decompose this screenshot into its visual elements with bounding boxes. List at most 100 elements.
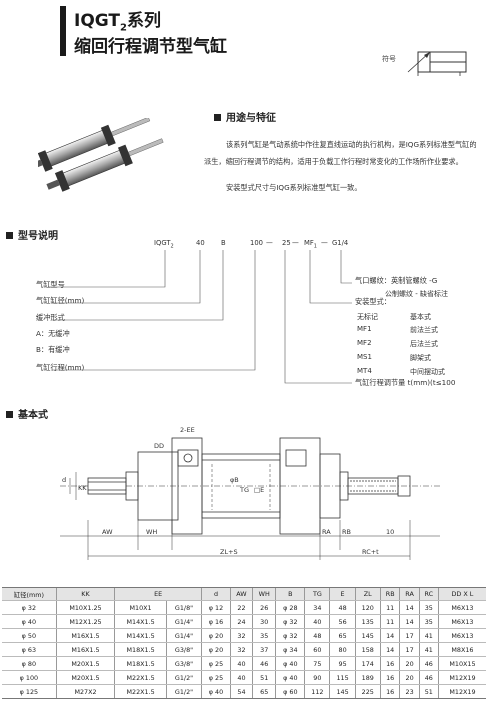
dim-ee: 2-EE — [180, 426, 195, 434]
col-wh: WH — [252, 587, 276, 601]
mount-desc-1: 前法兰式 — [410, 326, 438, 334]
model-code-dash-3: — — [321, 239, 328, 247]
symbol-label: 符号 — [382, 55, 396, 63]
usage-paragraph: 该系列气缸是气动系统中作往复直线运动的执行机构，是IQG系列标准型气缸的派生，缩… — [204, 140, 477, 166]
table-cell: 16 — [379, 684, 400, 699]
usage-paragraph-2: 安装型式尺寸与IQG系列标准型气缸一致。 — [226, 183, 362, 192]
label-cushion-a: A：无缓冲 — [36, 329, 70, 338]
dim-e: □E — [254, 486, 264, 494]
table-cell: 14 — [399, 600, 420, 615]
table-cell: 35 — [252, 628, 276, 643]
table-cell: G1/2" — [165, 670, 202, 685]
table-cell: 41 — [418, 642, 439, 657]
label-port-metric: 公制螺纹 - 缺省标注 — [385, 290, 448, 298]
table-cell: M12X19 — [437, 670, 486, 685]
col-d: d — [201, 587, 231, 601]
table-cell: 40 — [304, 614, 330, 629]
table-cell: φ 32 — [2, 600, 57, 615]
model-code-adjust: 25 — [282, 239, 291, 247]
model-code-stroke: 100 — [250, 239, 263, 247]
col-kk: KK — [55, 587, 115, 601]
table-cell: 20 — [399, 656, 420, 671]
table-cell: 65 — [329, 628, 356, 643]
table-cell: G1/8" — [165, 600, 202, 615]
col-aw: AW — [229, 587, 253, 601]
label-cushion-b: B：有缓冲 — [36, 345, 70, 354]
table-cell: M6X13 — [437, 628, 486, 643]
table-cell: M14X1.5 — [114, 628, 167, 643]
table-cell: 54 — [229, 684, 253, 699]
table-cell: 112 — [304, 684, 330, 699]
col-rb: RB — [379, 587, 400, 601]
table-cell: φ 32 — [275, 628, 305, 643]
table-cell: M12X19 — [437, 684, 486, 699]
mount-code-3: MS1 — [357, 353, 372, 361]
table-cell: M16X1.5 — [55, 642, 115, 657]
table-cell: φ 40 — [2, 614, 57, 629]
table-cell: 14 — [399, 614, 420, 629]
col-zl: ZL — [354, 587, 381, 601]
table-cell: G3/8" — [165, 656, 202, 671]
table-cell: φ 25 — [201, 670, 231, 685]
dim-b: φB — [230, 476, 239, 484]
dim-dd: DD — [154, 442, 164, 450]
mount-desc-4: 中间摆动式 — [410, 368, 445, 376]
table-cell: M12X1.25 — [55, 614, 115, 629]
table-cell: M6X13 — [437, 614, 486, 629]
table-cell: 60 — [304, 642, 330, 657]
table-cell: 16 — [379, 656, 400, 671]
dim-rc: RC+t — [362, 548, 379, 556]
table-cell: φ 63 — [2, 642, 57, 657]
basic-cylinder-drawing: 2-EE DD d KK φB TG □E AW WH ZL+S RA RB R… — [60, 426, 440, 560]
table-cell: 37 — [252, 642, 276, 657]
label-cylinder-type: 气缸型号 — [36, 280, 65, 289]
table-cell: φ 80 — [2, 656, 57, 671]
spec-table: 缸径(mm) KK EE d AW WH B TG E ZL RB RA RC … — [2, 587, 486, 699]
mount-desc-2: 后法兰式 — [410, 340, 438, 348]
usage-heading: 用途与特征 — [214, 109, 276, 124]
table-cell: M6X13 — [437, 600, 486, 615]
table-cell: 46 — [418, 656, 439, 671]
label-stroke: 气缸行程(mm) — [36, 363, 85, 372]
product-photo — [38, 118, 164, 192]
dim-wh: WH — [146, 528, 157, 536]
table-cell: 23 — [399, 684, 420, 699]
cylinder-symbol-icon — [407, 51, 467, 76]
dim-aw: AW — [102, 528, 113, 536]
table-cell: φ 40 — [275, 670, 305, 685]
table-cell: 115 — [329, 670, 356, 685]
col-ee: EE — [114, 587, 202, 601]
model-code-mount: MF1 — [304, 239, 317, 250]
table-cell: 24 — [229, 614, 253, 629]
mount-desc-0: 基本式 — [410, 313, 431, 321]
label-adjust: 气缸行程调节量 t(mm)(t≤100 — [355, 378, 456, 387]
table-cell: φ 25 — [201, 656, 231, 671]
mount-desc-3: 脚架式 — [410, 354, 431, 362]
model-code-type: IQGT2 — [154, 239, 174, 250]
table-cell: 11 — [379, 600, 400, 615]
model-code-cushion: B — [221, 239, 226, 247]
table-cell: 32 — [229, 642, 253, 657]
table-cell: M20X1.5 — [55, 656, 115, 671]
page-subtitle: 缩回行程调节型气缸 — [74, 37, 227, 57]
col-ddxl: DD X L — [437, 587, 486, 601]
table-cell: 75 — [304, 656, 330, 671]
table-cell: 35 — [418, 600, 439, 615]
table-cell: 51 — [252, 670, 276, 685]
table-cell: 145 — [354, 628, 381, 643]
table-cell: φ 60 — [275, 684, 305, 699]
table-cell: G1/4" — [165, 628, 202, 643]
dim-ten: 10 — [386, 528, 394, 536]
table-cell: M14X1.5 — [114, 614, 167, 629]
table-cell: 135 — [354, 614, 381, 629]
table-cell: 30 — [252, 614, 276, 629]
table-cell: 145 — [329, 684, 356, 699]
table-cell: φ 32 — [275, 614, 305, 629]
table-cell: 90 — [304, 670, 330, 685]
table-cell: φ 40 — [201, 684, 231, 699]
table-cell: M18X1.5 — [114, 642, 167, 657]
table-cell: 189 — [354, 670, 381, 685]
table-cell: φ 125 — [2, 684, 57, 699]
